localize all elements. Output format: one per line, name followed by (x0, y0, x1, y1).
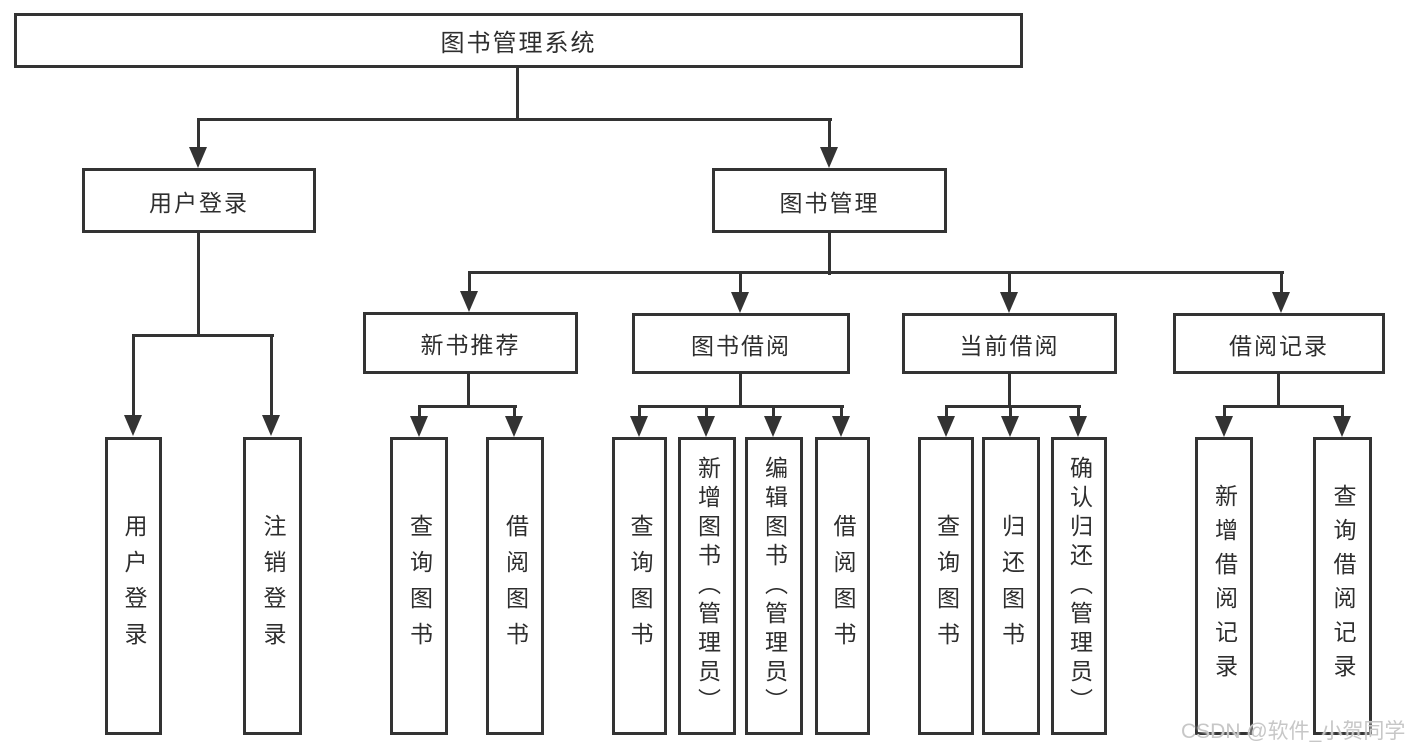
connector-line (1223, 408, 1226, 417)
connector-line (468, 271, 1284, 274)
connector-line (197, 121, 200, 149)
arrow-down-icon (460, 291, 478, 312)
leaf-return-book: 归还图书 (982, 437, 1040, 735)
leaf-label: 借阅图书 (502, 514, 529, 658)
leaf-label: 借阅图书 (830, 514, 856, 658)
leaf-add-borrow-record: 新增借阅记录 (1195, 437, 1253, 735)
arrow-down-icon (124, 415, 142, 436)
connector-line (828, 231, 831, 275)
arrow-down-icon (731, 292, 749, 313)
arrow-down-icon (820, 147, 838, 168)
arrow-down-icon (1000, 292, 1018, 313)
leaf-search-books-current: 查询图书 (918, 437, 974, 735)
connector-line (772, 408, 775, 417)
watermark: CSDN @软件_小贺同学 (1181, 720, 1405, 743)
leaf-user-login: 用户登录 (105, 437, 162, 735)
connector-line (840, 408, 843, 417)
connector-line (638, 408, 641, 417)
leaf-label: 查询借阅记录 (1330, 484, 1356, 688)
leaf-edit-book-admin: 编辑图书（管理员） (745, 437, 803, 735)
arrow-down-icon (189, 147, 207, 168)
leaf-label: 注销登录 (260, 514, 286, 658)
leaf-label: 确认归还（管理员） (1066, 455, 1093, 717)
arrow-down-icon (1215, 416, 1233, 437)
connector-line (1277, 373, 1280, 408)
arrow-down-icon (1001, 416, 1019, 437)
node-label: 图书管理系统 (440, 30, 597, 57)
leaf-label: 查询图书 (406, 514, 433, 658)
node-label: 图书管理 (779, 189, 880, 216)
node-label: 新书推荐 (420, 332, 521, 358)
leaf-label: 新增借阅记录 (1211, 484, 1238, 688)
leaf-confirm-return-admin: 确认归还（管理员） (1051, 437, 1107, 735)
node-label: 当前借阅 (959, 332, 1060, 359)
node-label: 借阅记录 (1229, 332, 1329, 359)
arrow-down-icon (1272, 292, 1290, 313)
arrow-down-icon (1333, 416, 1351, 437)
connector-line (197, 231, 200, 337)
node-library-management-system: 图书管理系统 (14, 13, 1023, 68)
connector-line (197, 118, 832, 121)
leaf-label: 新增图书（管理员） (694, 455, 721, 717)
arrow-down-icon (1069, 416, 1087, 437)
leaf-borrow-books-recommend: 借阅图书 (486, 437, 544, 735)
leaf-search-books-recommend: 查询图书 (390, 437, 448, 735)
leaf-add-book-admin: 新增图书（管理员） (678, 437, 736, 735)
connector-line (945, 408, 948, 417)
connector-line (1008, 373, 1011, 408)
leaf-borrow-books-borrowing: 借阅图书 (815, 437, 870, 735)
arrow-down-icon (505, 416, 523, 437)
connector-line (418, 408, 421, 417)
connector-line (1077, 408, 1080, 417)
connector-line (1008, 274, 1011, 292)
connector-line (1280, 274, 1283, 292)
connector-line (270, 337, 273, 416)
connector-line (467, 372, 470, 408)
node-book-borrowing: 图书借阅 (632, 313, 850, 374)
connector-line (705, 408, 708, 417)
connector-line (132, 337, 135, 416)
node-user-login: 用户登录 (82, 168, 316, 233)
leaf-search-borrow-record: 查询借阅记录 (1313, 437, 1372, 735)
connector-line (418, 405, 517, 408)
arrow-down-icon (262, 415, 280, 436)
node-borrowing-records: 借阅记录 (1173, 313, 1385, 374)
connector-line (516, 66, 519, 120)
node-label: 图书借阅 (691, 332, 791, 359)
connector-line (132, 334, 274, 337)
arrow-down-icon (937, 416, 955, 437)
arrow-down-icon (630, 416, 648, 437)
leaf-label: 用户登录 (121, 514, 147, 658)
connector-line (1341, 408, 1344, 417)
leaf-label: 查询图书 (933, 514, 960, 658)
arrow-down-icon (832, 416, 850, 437)
connector-line (828, 121, 831, 149)
leaf-label: 查询图书 (627, 514, 653, 658)
connector-line (739, 274, 742, 292)
connector-line (739, 373, 742, 408)
leaf-label: 归还图书 (998, 514, 1025, 658)
connector-line (1223, 405, 1344, 408)
leaf-search-books-borrowing: 查询图书 (612, 437, 667, 735)
node-current-borrowing: 当前借阅 (902, 313, 1117, 374)
connector-line (945, 405, 1081, 408)
node-new-book-recommendation: 新书推荐 (363, 312, 578, 374)
arrow-down-icon (697, 416, 715, 437)
leaf-label: 编辑图书（管理员） (761, 455, 788, 717)
node-label: 用户登录 (149, 189, 249, 216)
connector-line (513, 408, 516, 417)
leaf-logout: 注销登录 (243, 437, 302, 735)
connector-line (468, 274, 471, 292)
connector-line (638, 405, 844, 408)
arrow-down-icon (764, 416, 782, 437)
connector-line (1009, 408, 1012, 417)
node-book-management: 图书管理 (712, 168, 947, 233)
arrow-down-icon (410, 416, 428, 437)
